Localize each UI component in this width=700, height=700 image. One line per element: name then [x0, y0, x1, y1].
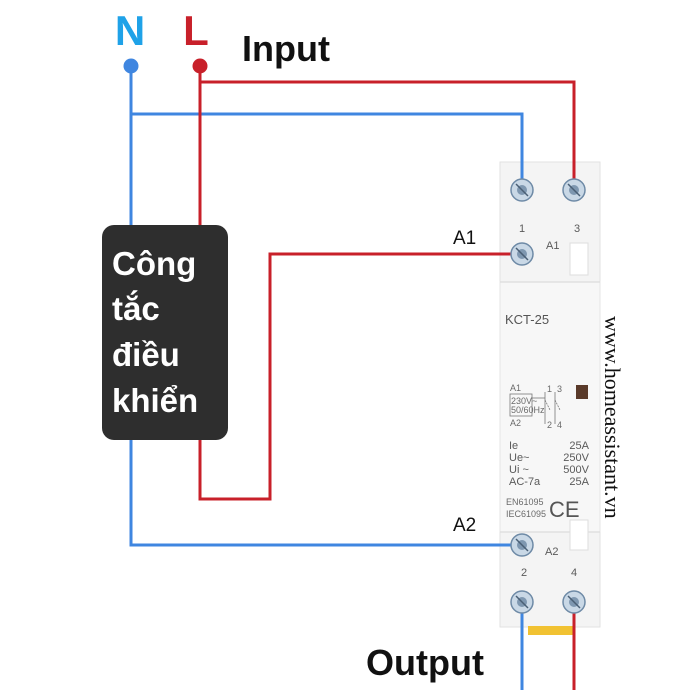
- top-status-window: [569, 242, 589, 276]
- contactor-schematic: A1 A2 1 3 2 4 230V~ 50/60Hz: [509, 383, 562, 430]
- terminal-4-screw: [562, 590, 586, 614]
- watermark: www.homeassistant.vn: [600, 316, 625, 519]
- schem-4-label: 4: [557, 420, 562, 430]
- output-label: Output: [366, 642, 484, 683]
- switch-line-3: điều: [112, 336, 180, 373]
- spec-ac-value: 25A: [569, 476, 589, 488]
- terminal-1-label: 1: [519, 223, 525, 235]
- terminal-3-label: 3: [574, 223, 580, 235]
- wires: [129, 66, 576, 690]
- terminal-2-screw: [510, 590, 534, 614]
- standard-2: IEC61095: [506, 509, 546, 519]
- contactor: 1 3 2 4 A1 A2 KCT-25 A1 A2 1 3 2 4 230V~…: [499, 161, 601, 635]
- terminal-a1-screw: [510, 242, 534, 266]
- aux-indicator: [576, 385, 588, 399]
- a1-wire-label: A1: [453, 228, 476, 249]
- schem-voltage-1: 230V~: [511, 396, 537, 406]
- spec-ie-value: 25A: [569, 440, 589, 452]
- coil-a2-label: A2: [545, 546, 558, 558]
- contactor-specs: Ie 25A Ue~ 250V Ui ~ 500V AC-7a 25A EN61…: [506, 440, 590, 522]
- switch-line-2: tắc: [112, 290, 160, 327]
- spec-ue-value: 250V: [563, 452, 589, 464]
- schem-2-label: 2: [547, 420, 552, 430]
- terminals: [510, 178, 586, 614]
- schem-a1-label: A1: [510, 383, 521, 393]
- live-wire-to-a1: [198, 252, 516, 501]
- switch-line-1: Công: [112, 245, 196, 282]
- terminal-1-screw: [510, 178, 534, 202]
- spec-ue-label: Ue~: [509, 452, 530, 464]
- schem-1-label: 1: [547, 384, 552, 394]
- terminal-4-label: 4: [571, 567, 577, 579]
- spec-ie-label: Ie: [509, 440, 518, 452]
- standard-1: EN61095: [506, 497, 544, 507]
- schem-voltage-2: 50/60Hz: [511, 405, 545, 415]
- spec-ac-label: AC-7a: [509, 476, 541, 488]
- live-wire-to-terminal-3: [198, 66, 576, 180]
- spec-ui-value: 500V: [563, 464, 589, 476]
- model-label: KCT-25: [505, 312, 549, 327]
- switch-line-4: khiển: [112, 382, 198, 419]
- control-switch: Công tắc điều khiển: [102, 225, 228, 440]
- bottom-status-window: [569, 519, 589, 551]
- din-clip: [528, 626, 574, 635]
- control-switch-box: [102, 225, 228, 440]
- neutral-label: N: [115, 7, 145, 54]
- neutral-source-dot: [123, 58, 139, 74]
- live-source-dot: [192, 58, 208, 74]
- terminal-a2-screw: [510, 533, 534, 557]
- ce-mark: CE: [549, 497, 580, 522]
- live-label: L: [183, 7, 209, 54]
- input-label: Input: [242, 28, 330, 69]
- neutral-wire-to-terminal-1: [129, 66, 524, 180]
- terminal-2-label: 2: [521, 567, 527, 579]
- a2-wire-label: A2: [453, 515, 476, 536]
- terminal-3-screw: [562, 178, 586, 202]
- contactor-middle-block: [499, 281, 601, 533]
- schem-3-label: 3: [557, 384, 562, 394]
- coil-a1-label: A1: [546, 240, 559, 252]
- schem-a2-label: A2: [510, 418, 521, 428]
- neutral-wire-to-a2: [129, 440, 516, 547]
- spec-ui-label: Ui ~: [509, 464, 529, 476]
